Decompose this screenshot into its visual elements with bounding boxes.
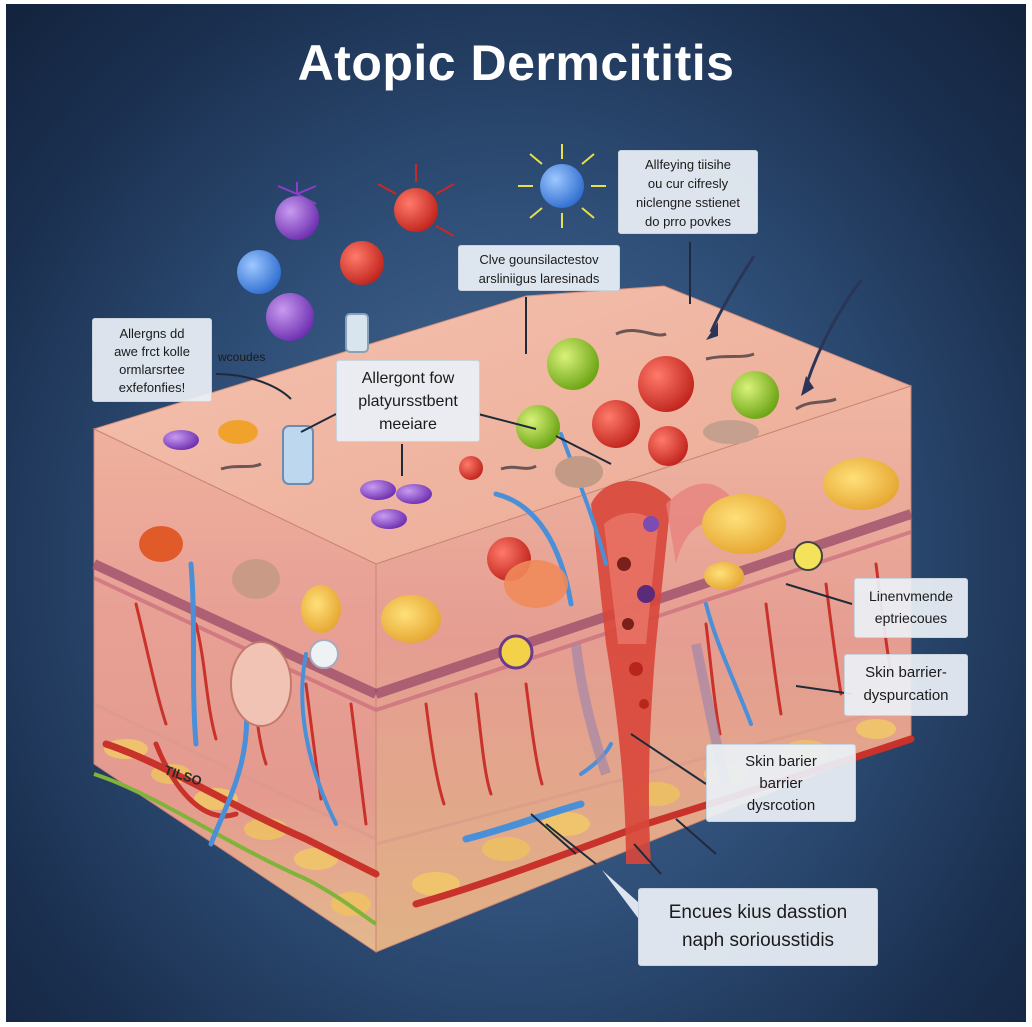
- label-line: dyspurcation: [863, 687, 949, 704]
- label-line: platyursstbent: [358, 393, 458, 410]
- label-top-center: Clve gounsilactestov arsliniigus laresin…: [458, 245, 620, 291]
- label-line: naph soriousstidis: [681, 930, 835, 951]
- surface-cells: [163, 328, 837, 529]
- label-top-right: Allfeying tiisihe ou cur cifresly niclen…: [618, 150, 758, 234]
- label-line: meeiare: [379, 416, 437, 433]
- label-line: arsliniigus laresinads: [478, 271, 600, 286]
- label-center: Allergont fow platyursstbent meeiare: [336, 360, 480, 442]
- label-line: eptriecoues: [874, 610, 948, 626]
- label-right-3: Skin barier barrier dysrcotion: [706, 744, 856, 822]
- label-line: ormlarsrtee: [119, 362, 185, 377]
- label-line: niclengne sstienet: [635, 195, 741, 210]
- label-line: ou cur cifresly: [647, 176, 729, 191]
- label-line: Linenvmende: [868, 588, 954, 604]
- label-line: barrier: [759, 775, 803, 792]
- label-line: Clve gounsilactestov: [479, 252, 599, 267]
- diagram-title: Atopic Dermcititis: [297, 35, 735, 91]
- label-line: Allergont fow: [361, 370, 455, 387]
- floating-immune-cells: [237, 144, 606, 341]
- label-line: Allfeying tiisihe: [645, 157, 731, 172]
- curved-arrows: [709, 255, 863, 387]
- label-line: exfefonfies!: [118, 380, 186, 395]
- label-line: Encues kius dasstion: [668, 902, 848, 923]
- skin-cross-section: [91, 144, 915, 953]
- bottom-label-pointer: [602, 870, 638, 918]
- dermal-cells: [139, 458, 899, 727]
- label-line: Skin barier: [745, 753, 817, 770]
- diagram-frame: Atopic Dermcititis Allfeying tiisihe ou …: [6, 4, 1026, 1022]
- label-line: dysrcotion: [746, 797, 816, 814]
- label-line: Allergns dd: [119, 326, 185, 341]
- label-left-small: wcoudes: [218, 350, 266, 364]
- label-line: do prro povkes: [645, 214, 731, 229]
- pointer-arrows: [215, 242, 853, 875]
- label-left: Allergns dd awe frct kolle ormlarsrtee e…: [92, 318, 212, 402]
- label-right-1: Linenvmende eptriecoues: [854, 578, 968, 638]
- vial-icons: [282, 313, 369, 485]
- label-right-2: Skin barrier- dyspurcation: [844, 654, 968, 716]
- label-bottom: Encues kius dasstion naph soriousstidis: [638, 888, 878, 966]
- label-line: awe frct kolle: [114, 344, 190, 359]
- label-line: Skin barrier-: [865, 664, 947, 681]
